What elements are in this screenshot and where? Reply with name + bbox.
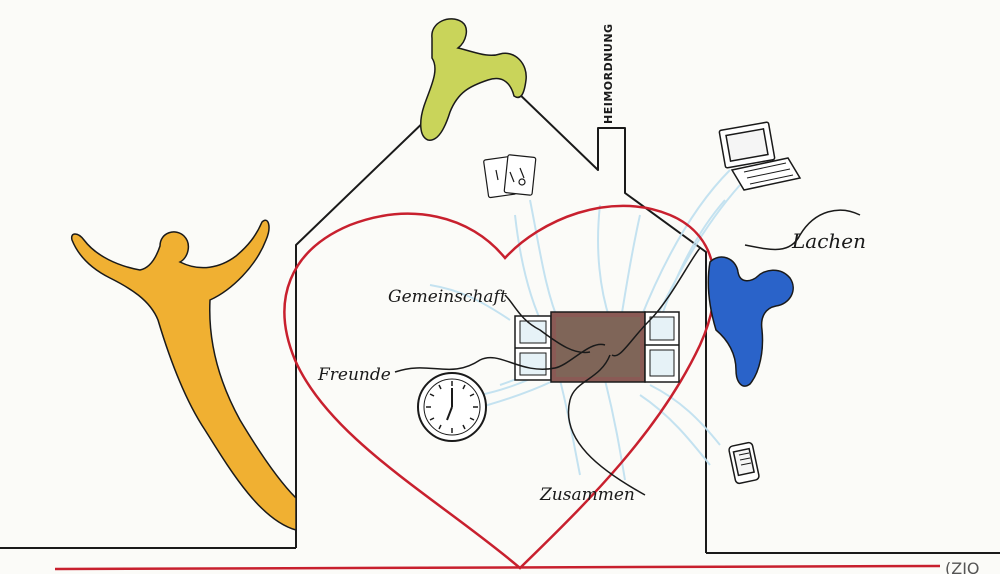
label-freunde: Freunde xyxy=(317,365,391,385)
corner-fragment-text: (ZIO xyxy=(945,559,980,574)
laptop-icon xyxy=(718,121,802,191)
figure-yellow-green xyxy=(420,18,527,141)
smartphone-icon xyxy=(728,441,760,485)
window-icon xyxy=(514,311,680,383)
heart-outline xyxy=(283,204,716,570)
clock-icon xyxy=(417,372,487,442)
playing-cards-icon xyxy=(483,154,537,199)
label-heimordnung: HEIMORDNUNG xyxy=(602,23,615,124)
label-zusammen: Zusammen xyxy=(539,485,635,505)
figure-blue xyxy=(707,256,794,387)
ground-line xyxy=(0,547,1000,554)
house-outline xyxy=(295,61,707,553)
red-ground-line xyxy=(54,564,941,571)
figure-orange xyxy=(70,219,297,531)
label-lachen: Lachen xyxy=(791,229,866,253)
connector-lines xyxy=(394,209,861,496)
label-gemeinschaft: Gemeinschaft xyxy=(388,287,507,307)
